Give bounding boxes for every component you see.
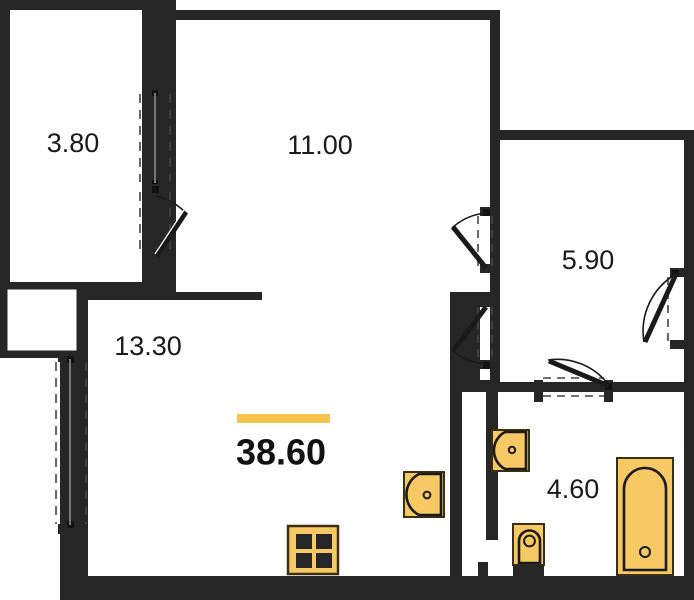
room-area-living: 13.30 [114,331,182,361]
room-area-bedroom: 11.00 [287,130,353,160]
fixtures-group [286,429,674,576]
room-living-main [88,300,450,576]
door-hall-entry-east [642,268,694,349]
corridor-notch [478,562,488,576]
doors-group [139,184,694,402]
sink-fixture-hall [403,471,445,518]
stove-fixture [286,524,340,576]
room-hall [500,140,684,382]
room-living-notch [262,292,450,306]
room-bedroom [176,20,490,292]
total-area-value: 38.60 [236,432,326,473]
door-balcony-to-bedroom [139,184,189,262]
room-balcony [10,10,142,282]
corridor-closet [462,392,486,540]
toilet-fixture [512,523,545,576]
door-hall-to-bathroom [534,358,613,402]
room-interiors [4,10,684,576]
bathtub-fixture [616,457,674,576]
room-area-bathroom: 4.60 [547,474,600,504]
balcony-stub-interior [4,286,80,354]
door-hall-to-living [451,298,500,369]
room-area-hall: 5.90 [562,245,615,275]
window-living-west [55,352,87,534]
door-hall-to-bedroom [451,207,500,273]
sink-fixture-bath [491,429,530,472]
total-area-accent-bar [237,414,330,423]
room-area-balcony: 3.80 [47,128,100,158]
